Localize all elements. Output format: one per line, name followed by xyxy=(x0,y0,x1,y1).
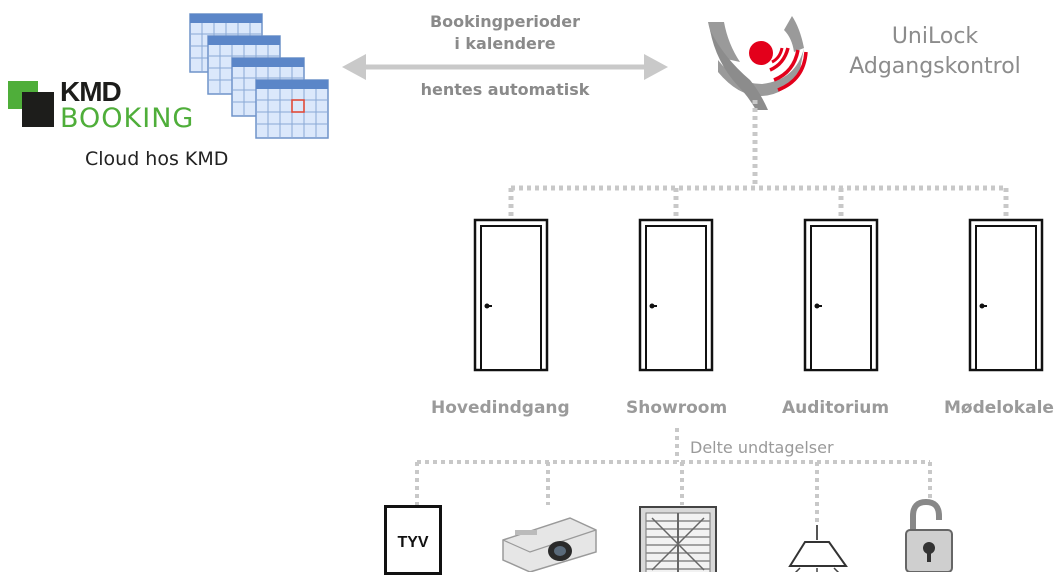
sync-arrow xyxy=(342,54,668,80)
door-label-auditorium: Auditorium xyxy=(782,398,890,418)
door-label-hovedindgang: Hovedindgang xyxy=(431,398,570,418)
arrow-label-line1: Bookingperioder xyxy=(429,12,580,31)
unilock-title: UniLock xyxy=(891,24,979,49)
calendar-stack-icon xyxy=(189,13,329,139)
unilock-subtitle: Adgangskontrol xyxy=(849,54,1021,79)
exception-connectors xyxy=(415,428,932,525)
door-label-showroom: Showroom xyxy=(626,398,728,418)
booking-wordmark: BOOKING xyxy=(60,103,195,134)
arrow-label-line2: i kalendere xyxy=(454,34,556,53)
arrow-label-line3: hentes automatisk xyxy=(420,80,590,99)
door-icon-showroom xyxy=(638,218,714,372)
door-icon-auditorium xyxy=(803,218,879,372)
door-label-modelokale: Mødelokale xyxy=(944,398,1054,418)
alarm-sign-text: TYV xyxy=(397,534,429,551)
door-icon-hovedindgang xyxy=(473,218,549,372)
ventilation-fan-icon xyxy=(639,506,717,572)
shared-exceptions-label: Delte undtagelser xyxy=(690,438,834,457)
projector-icon xyxy=(502,517,597,572)
door-connectors xyxy=(508,100,1009,218)
kmd-wordmark: KMD xyxy=(60,76,122,107)
door-icon-modelokale xyxy=(968,218,1044,372)
ceiling-lamp-icon xyxy=(788,525,848,572)
cloud-label: Cloud hos KMD xyxy=(85,148,229,170)
unilock-logo xyxy=(708,16,808,110)
padlock-icon xyxy=(905,498,953,572)
alarm-sign-icon: TYV xyxy=(384,505,442,575)
kmd-logo-mark xyxy=(8,81,54,127)
